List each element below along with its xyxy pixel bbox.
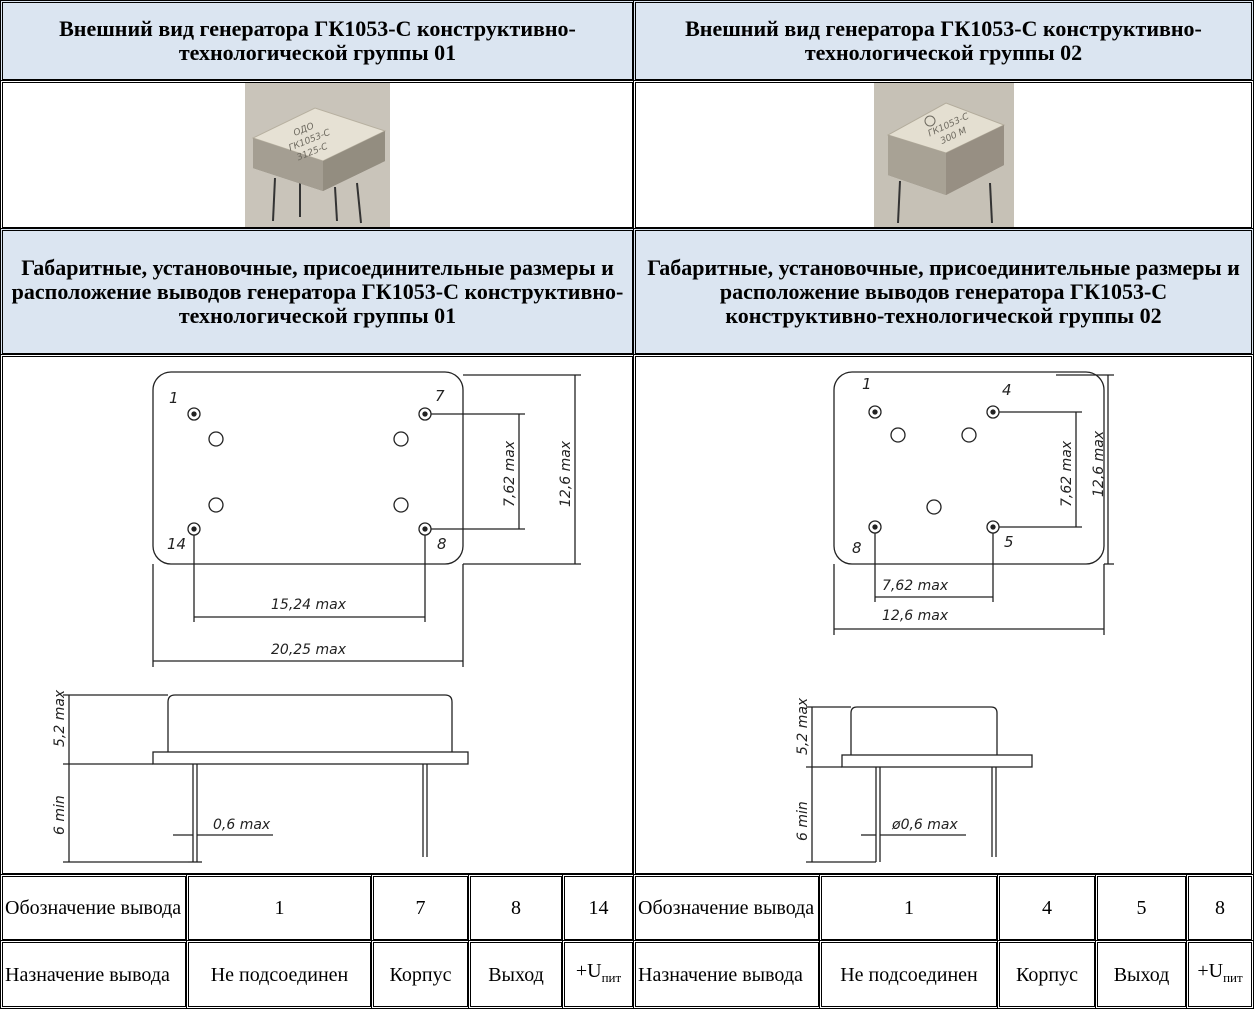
dim-label: 5,2 max: [795, 697, 811, 755]
pin-label: 1: [862, 375, 872, 393]
photo-cell-group-02: ГК1053-С 300 М: [633, 80, 1254, 230]
dim-label: 7,62 max: [882, 578, 949, 594]
pin-purpose-cell: Корпус: [997, 940, 1097, 1009]
pin-purpose-cell: Корпус: [371, 940, 470, 1009]
pin-purpose-cell: Не подсоединен: [819, 940, 999, 1009]
appearance-title-group-02: Внешний вид генератора ГК1053-С конструк…: [633, 0, 1254, 82]
dim-label: 12,6 max: [882, 608, 949, 624]
pin-purpose-cell: +Uпит: [1186, 940, 1254, 1009]
pin-number-cell: 1: [819, 874, 999, 942]
dim-label: 6 min: [52, 795, 68, 835]
oscillator-photo-01: ОДО ГК1053-С 3125-С: [245, 83, 390, 227]
drawing-cell-group-01: 1 7 14 8 7,62 max 12,6 max 15,24 max 20,…: [0, 354, 635, 876]
dim-label: 7,62 max: [1059, 440, 1075, 507]
dim-label: ø0,6 max: [891, 817, 958, 833]
pin-purpose-cell: Выход: [1095, 940, 1188, 1009]
pin-label: 8: [852, 539, 862, 557]
dims-title-group-01: Габаритные, установочные, присоединитель…: [0, 228, 635, 356]
pin-purpose-label: Назначение вывода: [0, 940, 188, 1009]
pin-label: 4: [1002, 381, 1012, 399]
oscillator-photo-02: ГК1053-С 300 М: [873, 83, 1014, 227]
dim-label: 5,2 max: [52, 689, 68, 747]
appearance-title-group-01: Внешний вид генератора ГК1053-С конструк…: [0, 0, 635, 82]
dim-label: 12,6 max: [558, 440, 574, 507]
pin-designation-label: Обозначение вывода: [633, 874, 821, 942]
pin-designation-label: Обозначение вывода: [0, 874, 188, 942]
dim-label: 20,25 max: [271, 642, 347, 658]
pin-label: 7: [435, 387, 445, 405]
pin-number-cell: 7: [371, 874, 470, 942]
dims-title-text: Габаритные, установочные, присоединитель…: [11, 255, 624, 328]
pin-number-cell: 8: [1186, 874, 1254, 942]
pin-purpose-cell: Не подсоединен: [186, 940, 373, 1009]
pin-number-cell: 5: [1095, 874, 1188, 942]
dims-title-group-02: Габаритные, установочные, присоединитель…: [633, 228, 1254, 356]
pin-circles: [187, 407, 432, 536]
pin-number-cell: 14: [562, 874, 635, 942]
pin-number-cell: 8: [468, 874, 564, 942]
pin-label: 8: [437, 535, 447, 553]
dims-title-text: Габаритные, установочные, присоединитель…: [647, 255, 1240, 328]
dim-label: 15,24 max: [271, 597, 347, 613]
drawing-cell-group-02: 1 4 8 5 7,62 max 12,6 max 7,62 max 12,6 …: [633, 354, 1254, 876]
pin-label: 1: [169, 389, 179, 407]
dim-label: 6 min: [795, 801, 811, 841]
pin-purpose-cell: +Uпит: [562, 940, 635, 1009]
dimension-drawing-02: 1 4 8 5 7,62 max 12,6 max 7,62 max 12,6 …: [795, 371, 1114, 863]
pin-label: 5: [1004, 533, 1014, 551]
appearance-title-text: Внешний вид генератора ГК1053-С конструк…: [685, 16, 1202, 65]
pin-circles: [868, 405, 1000, 534]
pin-number-cell: 1: [186, 874, 373, 942]
pin-label: 14: [167, 535, 186, 553]
dimension-drawing-01: 1 7 14 8 7,62 max 12,6 max 15,24 max 20,…: [52, 371, 581, 863]
pin-purpose-cell: Выход: [468, 940, 564, 1009]
dim-label: 12,6 max: [1091, 430, 1107, 497]
photo-cell-group-01: ОДО ГК1053-С 3125-С: [0, 80, 635, 230]
dim-label: 0,6 max: [213, 817, 271, 833]
appearance-title-text: Внешний вид генератора ГК1053-С конструк…: [59, 16, 576, 65]
dim-label: 7,62 max: [502, 440, 518, 507]
pin-purpose-label: Назначение вывода: [633, 940, 821, 1009]
pin-number-cell: 4: [997, 874, 1097, 942]
